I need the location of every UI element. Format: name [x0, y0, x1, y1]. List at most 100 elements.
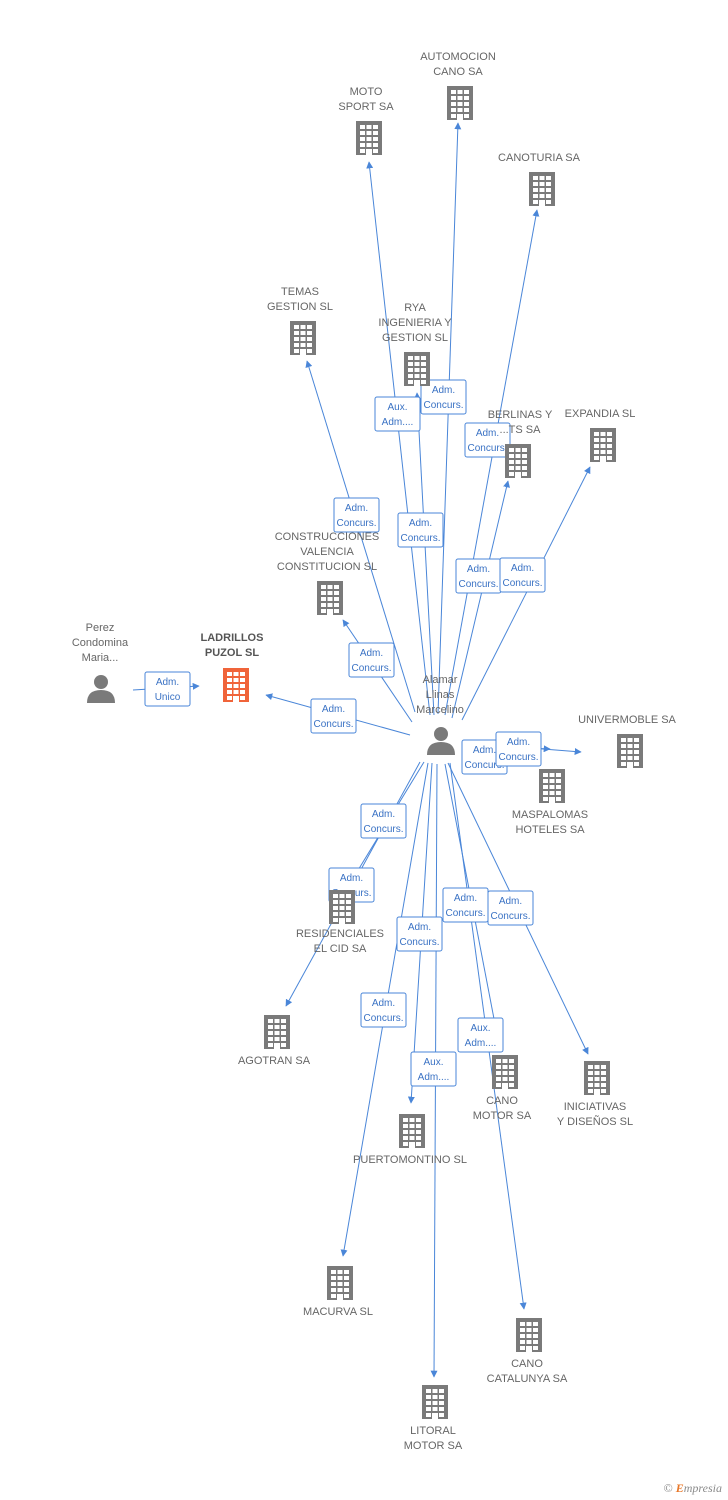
building-icon [329, 890, 355, 924]
node-moto[interactable]: MOTO SPORT SA [338, 86, 394, 155]
edge-label-alamar-expandia[interactable]: Adm.Concurs. [499, 557, 546, 593]
node-label: MOTOR SA [404, 1440, 463, 1452]
node-puertomontino[interactable]: PUERTOMONTINO SL [353, 1114, 467, 1166]
node-label: Maria... [82, 652, 119, 664]
node-label: MOTO [350, 86, 383, 98]
edge-label-text: Concurs. [336, 518, 376, 529]
edge-label-box [396, 916, 443, 952]
edge-label-text: Concurs. [423, 400, 463, 411]
node-label: AUTOMOCION [420, 51, 496, 63]
node-canoturia[interactable]: CANOTURIA SA [498, 152, 581, 206]
node-label: Alamar [423, 674, 458, 686]
edge-label-box [499, 557, 546, 593]
edge-label-alamar-temas[interactable]: Adm. Concurs. [333, 497, 380, 533]
edge-labels-layer: Adm.UnicoAdm.Concurs.Adm.Concurs.Adm.Con… [144, 379, 546, 1087]
edge-alamar-expandia [461, 466, 591, 721]
edge-label-text: Adm. [345, 503, 368, 514]
edge-label-text: Adm. [499, 896, 522, 907]
node-macurva[interactable]: MACURVA SL [303, 1266, 373, 1318]
edge-label-box [348, 642, 395, 678]
node-label: INICIATIVAS [564, 1101, 627, 1113]
node-label: GESTION SL [267, 301, 333, 313]
node-label: MASPALOMAS [512, 809, 588, 821]
node-label: Perez [86, 622, 115, 634]
edge-label-alamar-iniciativas[interactable]: Adm.Concurs. [487, 890, 534, 926]
edge-label-text: Concurs. [464, 760, 504, 771]
node-univermoble[interactable]: UNIVERMOBLE SA [578, 714, 677, 768]
edge-alamar-berlinas [451, 480, 510, 719]
node-label: ...TS SA [500, 424, 542, 436]
edge-label-alamar-puertomontino[interactable]: Adm.Concurs. [396, 916, 443, 952]
node-label: Llinas [426, 689, 455, 701]
edge-label-box [457, 1017, 504, 1053]
building-icon [399, 1114, 425, 1148]
edge-label-alamar-berlinas[interactable]: Adm.Concurs. [455, 558, 502, 594]
node-residenciales[interactable]: RESIDENCIALES EL CID SA [296, 890, 384, 955]
edge-label-alamar-ladrillos[interactable]: Adm.Concurs. [310, 698, 357, 734]
building-icon [505, 444, 531, 478]
edge-label-text: Adm. [507, 737, 530, 748]
edge-label-alamar-moto[interactable]: Adm.Concurs. [397, 512, 444, 548]
node-label: RYA [404, 302, 426, 314]
node-berlinas[interactable]: BERLINAS Y...TS SA [488, 409, 553, 478]
edge-label-alamar-rya[interactable]: Aux.Adm.... [374, 396, 421, 432]
edge-label-perez-ladrillos[interactable]: Adm.Unico [144, 671, 191, 707]
node-label: TEMAS [281, 286, 319, 298]
footer: © Empresia [664, 1481, 722, 1496]
building-icon [404, 352, 430, 386]
building-icon [492, 1055, 518, 1089]
node-label: LITORAL [410, 1425, 456, 1437]
edge-label-alamar-canomotor[interactable]: Adm.Concurs. [442, 887, 489, 923]
edge-label-text: Concurs. [467, 443, 507, 454]
edge-label-box [397, 512, 444, 548]
edge-label-alamar-litoral[interactable]: Aux.Adm.... [410, 1051, 457, 1087]
edge-label-alamar-residenciales[interactable]: Adm.Concurs. [360, 803, 407, 839]
building-icon [447, 86, 473, 120]
node-litoral[interactable]: LITORAL MOTOR SA [404, 1385, 463, 1452]
edge-alamar-moto [366, 161, 431, 716]
building-icon [584, 1061, 610, 1095]
edge-label-box [144, 671, 191, 707]
node-agotran[interactable]: AGOTRAN SA [238, 1015, 311, 1067]
building-icon [327, 1266, 353, 1300]
edge-label-text: Concurs. [363, 824, 403, 835]
edge-label-alamar-canocat[interactable]: Aux.Adm.... [457, 1017, 504, 1053]
node-perez[interactable]: PerezCondominaMaria... [72, 622, 129, 703]
building-icon [590, 428, 616, 462]
edge-label-alamar-construcciones[interactable]: Adm.Concurs. [348, 642, 395, 678]
node-label: HOTELES SA [515, 824, 585, 836]
edge-label-alamar-automocion[interactable]: Adm.Concurs. [420, 379, 467, 415]
edge-label-text: Concurs. [445, 908, 485, 919]
building-icon [539, 769, 565, 803]
building-icon [290, 321, 316, 355]
edge-label-box [410, 1051, 457, 1087]
node-label: EL CID SA [314, 943, 367, 955]
edge-label-alamar-macurva[interactable]: Adm.Concurs. [360, 992, 407, 1028]
edge-label-box [464, 422, 511, 458]
node-label: VALENCIA [300, 546, 354, 558]
edge-label-text: Adm. [473, 745, 496, 756]
brand-logo[interactable]: Empresia [676, 1481, 722, 1495]
node-temas[interactable]: TEMAS GESTION SL [267, 286, 333, 355]
node-label: RESIDENCIALES [296, 928, 384, 940]
edge-alamar-canoturia [444, 209, 540, 716]
edge-label-text: Concurs. [399, 937, 439, 948]
brand-name: mpresia [683, 1481, 722, 1495]
building-icon [356, 121, 382, 155]
node-expandia[interactable]: EXPANDIA SL [565, 408, 636, 462]
node-label: EXPANDIA SL [565, 408, 636, 420]
node-label: Marcelino [416, 704, 464, 716]
edge-label-alamar-univermoble[interactable]: Adm.Concurs. [495, 731, 542, 767]
edge-label-alamar-canoturia[interactable]: Adm.Concurs. [464, 422, 511, 458]
node-maspalomas[interactable]: MASPALOMAS HOTELES SA [512, 769, 588, 836]
node-label: SPORT SA [338, 101, 394, 113]
edge-label-text: Adm.... [418, 1072, 450, 1083]
